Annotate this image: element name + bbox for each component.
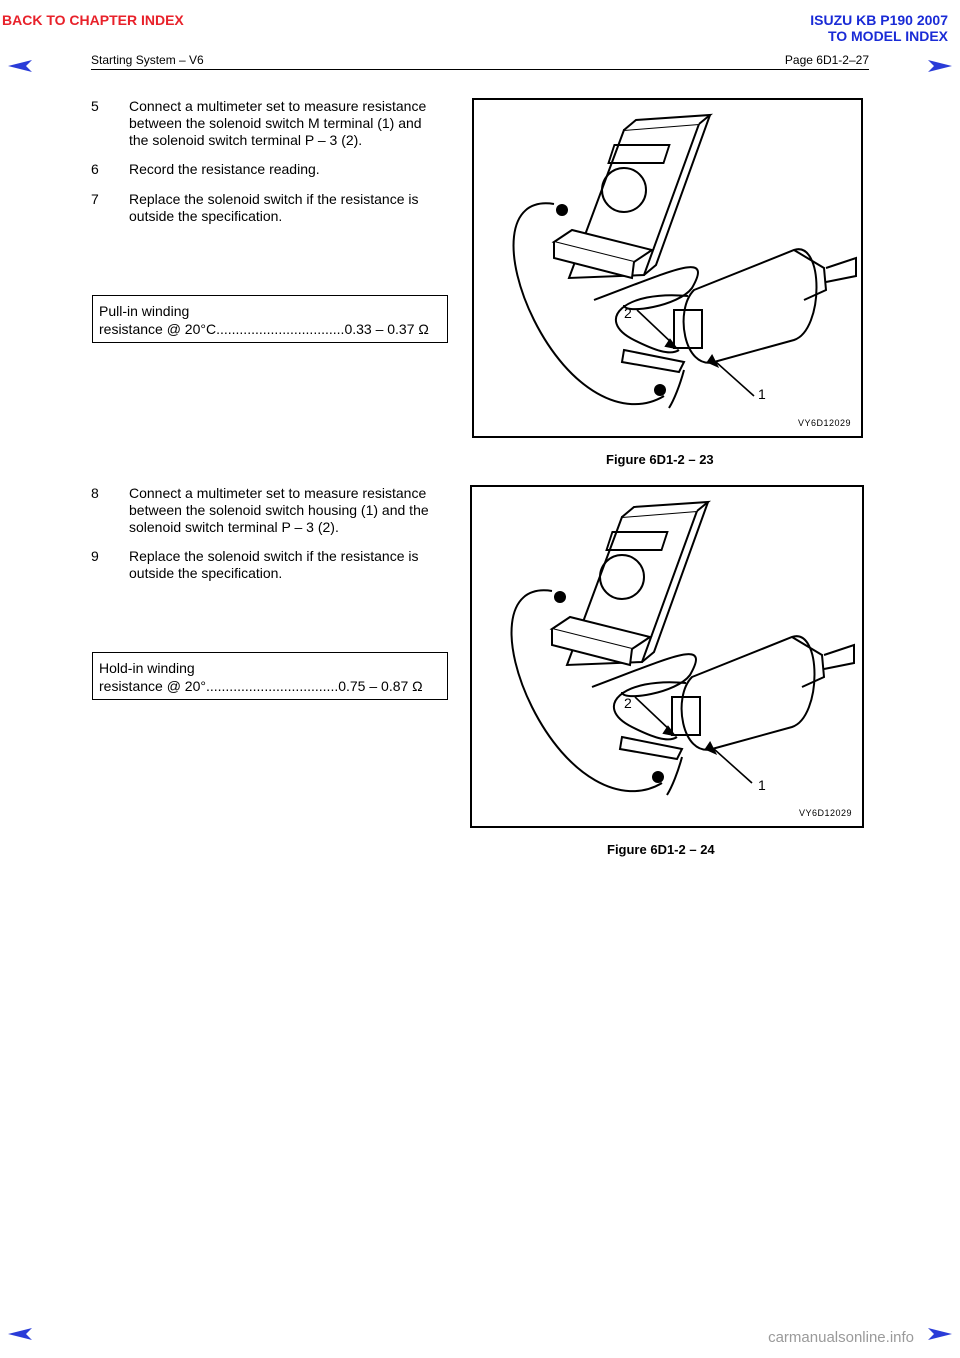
step-number: 9 [91, 548, 99, 564]
spec-box-pull-in: Pull-in winding resistance @ 20°C.......… [92, 295, 448, 343]
header-rule [91, 69, 869, 70]
step-6: 6 Record the resistance reading. [91, 161, 451, 179]
figure-code: VY6D12029 [798, 808, 852, 818]
callout-1: 1 [758, 777, 766, 793]
spec-label: Hold-in winding [99, 660, 195, 676]
callout-2: 2 [624, 305, 632, 321]
step-5: 5 Connect a multimeter set to measure re… [91, 98, 451, 150]
step-text-line: Replace the solenoid switch if the resis… [129, 548, 419, 564]
callout-2: 2 [624, 695, 632, 711]
step-text-line: Connect a multimeter set to measure resi… [129, 98, 427, 114]
step-text-line: the solenoid switch terminal P – 3 (2). [129, 132, 363, 148]
spec-box-hold-in: Hold-in winding resistance @ 20°........… [92, 652, 448, 700]
left-arrow-icon[interactable] [6, 58, 34, 74]
step-number: 5 [91, 98, 99, 114]
step-number: 6 [91, 161, 99, 177]
step-text-line: between the solenoid switch housing (1) … [129, 502, 429, 518]
step-number: 7 [91, 191, 99, 207]
step-text-line: Connect a multimeter set to measure resi… [129, 485, 427, 501]
figure-caption-23: Figure 6D1-2 – 23 [606, 452, 714, 467]
step-8: 8 Connect a multimeter set to measure re… [91, 485, 451, 537]
spec-value: resistance @ 20°........................… [99, 678, 423, 694]
step-text-line: Replace the solenoid switch if the resis… [129, 191, 419, 207]
step-text-line: outside the specification. [129, 208, 283, 224]
model-index-block[interactable]: ISUZU KB P190 2007 TO MODEL INDEX [810, 12, 948, 44]
step-text-line: outside the specification. [129, 565, 283, 581]
step-text-line: Record the resistance reading. [129, 161, 320, 177]
figure-23: 2 1 VY6D12029 [472, 98, 863, 438]
step-9: 9 Replace the solenoid switch if the res… [91, 548, 451, 584]
step-number: 8 [91, 485, 99, 501]
page-number: Page 6D1-2–27 [784, 53, 869, 67]
spec-value: resistance @ 20°C.......................… [99, 321, 429, 337]
right-arrow-icon-bottom[interactable] [926, 1326, 954, 1342]
back-to-chapter-index-link[interactable]: BACK TO CHAPTER INDEX [2, 12, 184, 28]
figure-code: VY6D12029 [797, 418, 851, 428]
model-title: ISUZU KB P190 2007 [810, 12, 948, 28]
multimeter-solenoid-illustration [512, 113, 857, 409]
figure-caption-24: Figure 6D1-2 – 24 [607, 842, 715, 857]
step-text-line: solenoid switch terminal P – 3 (2). [129, 519, 339, 535]
right-arrow-icon[interactable] [926, 58, 954, 74]
multimeter-solenoid-illustration [510, 500, 855, 796]
to-model-index-link[interactable]: TO MODEL INDEX [827, 28, 948, 44]
watermark: carmanualsonline.info [768, 1329, 914, 1346]
step-7: 7 Replace the solenoid switch if the res… [91, 191, 451, 227]
figure-24: 2 1 VY6D12029 [470, 485, 864, 828]
spec-label: Pull-in winding [99, 303, 190, 319]
callout-1: 1 [758, 386, 766, 402]
left-arrow-icon-bottom[interactable] [6, 1326, 34, 1342]
section-title: Starting System – V6 [91, 53, 204, 67]
step-text-line: between the solenoid switch M terminal (… [129, 115, 422, 131]
